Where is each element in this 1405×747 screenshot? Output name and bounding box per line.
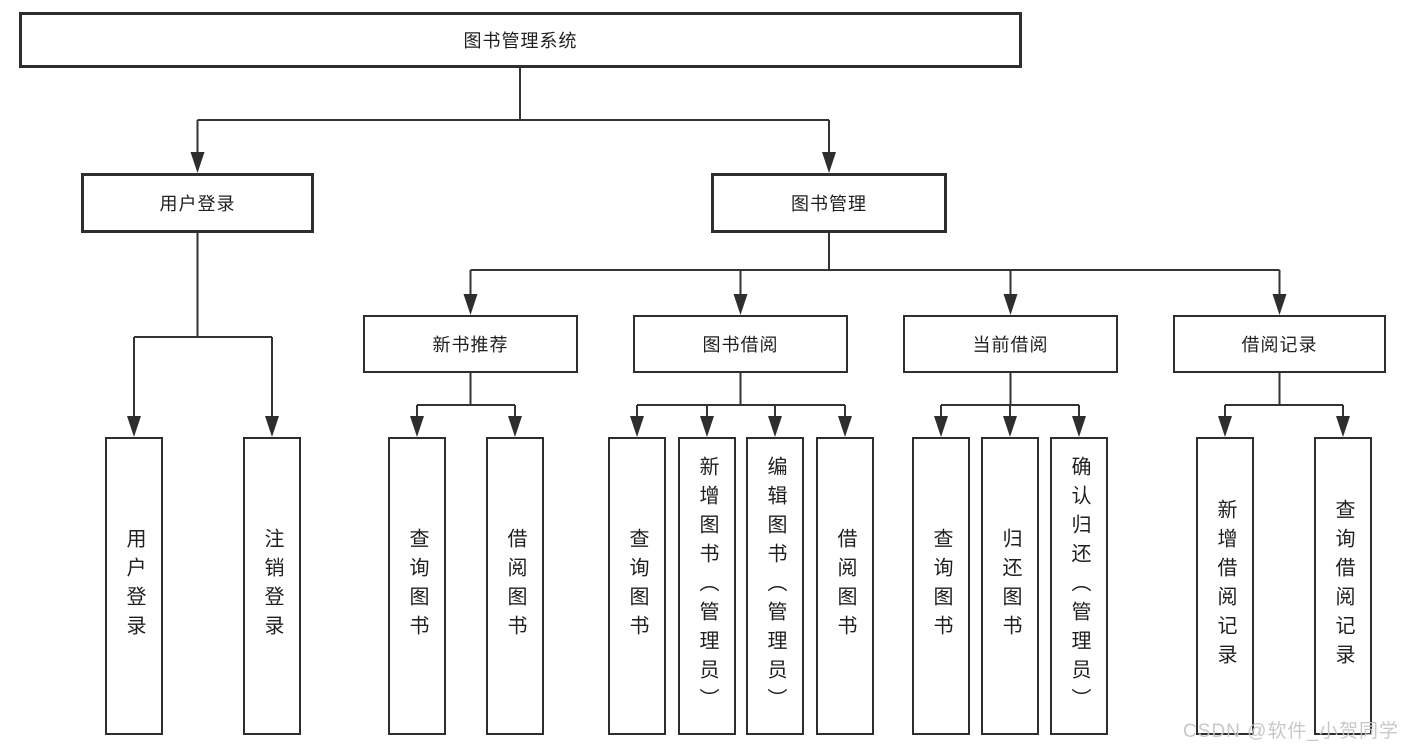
leaf-query-books-current: 查询图书 — [912, 437, 970, 735]
node-book-management: 图书管理 — [711, 173, 947, 233]
leaf-add-borrow-record: 新增借阅记录 — [1196, 437, 1254, 735]
leaf-logout: 注销登录 — [243, 437, 301, 735]
leaf-query-books-recommend: 查询图书 — [388, 437, 446, 735]
node-library-management-system: 图书管理系统 — [19, 12, 1022, 68]
leaf-borrow-books-borrowing: 借阅图书 — [816, 437, 874, 735]
leaf-edit-book-admin: 编辑图书（管理员） — [746, 437, 804, 735]
leaf-confirm-return-admin: 确认归还（管理员） — [1050, 437, 1108, 735]
leaf-query-books-borrowing: 查询图书 — [608, 437, 666, 735]
node-book-borrowing: 图书借阅 — [633, 315, 848, 373]
leaf-query-borrow-record: 查询借阅记录 — [1314, 437, 1372, 735]
csdn-watermark: CSDN @软件_小贺同学 — [1183, 721, 1399, 742]
node-user-login: 用户登录 — [81, 173, 314, 233]
leaf-user-login: 用户登录 — [105, 437, 163, 735]
node-current-borrowing: 当前借阅 — [903, 315, 1118, 373]
node-borrowing-records: 借阅记录 — [1173, 315, 1386, 373]
leaf-return-books: 归还图书 — [981, 437, 1039, 735]
leaf-add-book-admin: 新增图书（管理员） — [678, 437, 736, 735]
leaf-borrow-books-recommend: 借阅图书 — [486, 437, 544, 735]
node-new-book-recommendation: 新书推荐 — [363, 315, 578, 373]
